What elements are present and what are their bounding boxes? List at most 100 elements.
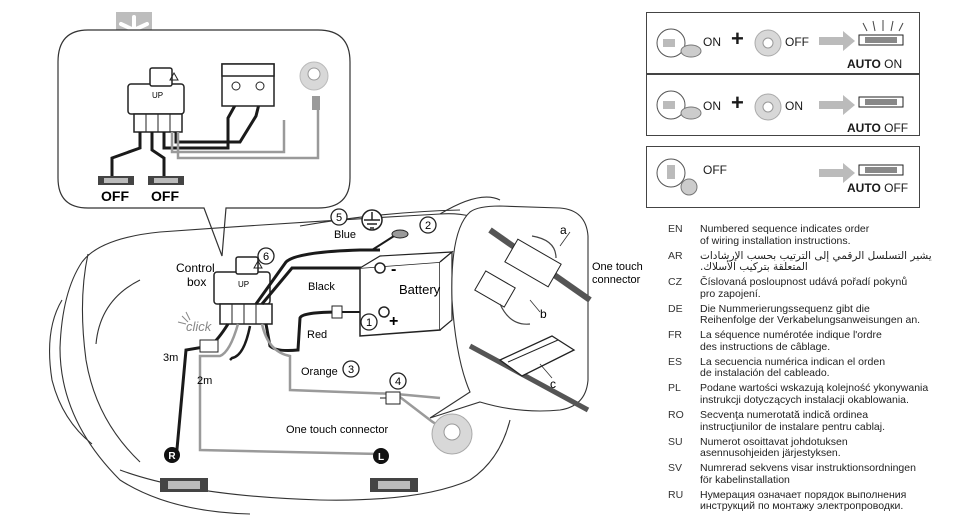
result-state-label: OFF — [884, 121, 909, 135]
step-3: 3 — [348, 364, 354, 376]
detail-label-b: b — [540, 307, 547, 321]
inset-up-label: UP — [152, 91, 163, 100]
length-2m: 2m — [197, 375, 212, 387]
car-outline — [48, 196, 511, 515]
detail-a-leader — [559, 231, 571, 247]
marker-l — [373, 448, 389, 464]
wire-label-red: Red — [307, 329, 327, 341]
ignition-key-icon — [656, 90, 702, 120]
battery — [359, 250, 454, 337]
control-box-up-label: UP — [238, 280, 249, 289]
key-state-label: ON — [703, 35, 721, 49]
detail-c-leader — [539, 363, 553, 379]
marker-r — [164, 447, 180, 463]
one-touch-connector-label: One touch connector — [286, 424, 388, 436]
language-text: Numerot osoittavat johdotuksen asennusoh… — [700, 435, 848, 460]
language-text: Numbered sequence indicates order of wir… — [700, 223, 870, 247]
language-text: Číslovaná posloupnost udává pořadí pokyn… — [700, 276, 908, 300]
language-legend: EN Numbered sequence indicates order of w… — [668, 223, 960, 516]
battery-minus-sign: - — [391, 261, 396, 278]
language-code: CZ — [668, 276, 682, 289]
mode-panel-2: ON + ON AUTO OFF — [646, 74, 920, 136]
fuse-holder — [331, 305, 343, 319]
inset-drl-left — [98, 176, 134, 185]
control-box-label-line2: box — [187, 275, 206, 289]
plus-sign: + — [731, 90, 744, 115]
inset-battery — [221, 63, 275, 107]
one-touch-detail-label-line2: connector — [592, 274, 641, 286]
language-text: Numrerad sekvens visar instruktionsordni… — [700, 462, 916, 486]
step-circles — [257, 208, 437, 390]
result-label: AUTO OFF — [847, 121, 908, 135]
detail-connector-c — [468, 335, 590, 413]
wire-label-black: Black — [308, 281, 335, 293]
one-touch-connector-bottom-icon — [380, 391, 401, 405]
click-label: click — [186, 319, 213, 334]
control-box-label-line1: Control — [176, 261, 215, 275]
marker-r-label: R — [168, 451, 176, 462]
one-touch-detail-label-line1: One touch — [592, 261, 643, 273]
control-box — [213, 256, 273, 325]
language-text: Die Nummerierungssequenz gibt die Reihen… — [700, 302, 921, 327]
battery-label: Battery — [399, 282, 441, 297]
step-1: 1 — [366, 317, 372, 329]
language-text: يشير التسلسل الرقمي إلى الترتيب بحسب الإ… — [700, 249, 932, 274]
inset-drl-right — [148, 176, 184, 185]
language-row: ES La secuencia numérica indican el orden… — [668, 355, 960, 380]
light-sensor-icon — [754, 29, 782, 57]
length-3m: 3m — [163, 352, 178, 364]
detail-bubble — [429, 205, 589, 419]
detail-label-c: c — [550, 377, 556, 391]
language-code: EN — [668, 223, 683, 235]
step-5: 5 — [336, 212, 342, 224]
ground-clamp — [391, 229, 409, 239]
result-auto-label: AUTO — [847, 121, 881, 135]
result-label: AUTO OFF — [847, 181, 908, 195]
battery-plus-sign: + — [389, 313, 398, 330]
drl-off-icon — [858, 96, 904, 108]
ignition-key-icon — [656, 158, 698, 196]
detail-b-leader — [529, 299, 541, 313]
inset-wires — [110, 99, 320, 176]
result-auto-label: AUTO — [847, 181, 881, 195]
inset-off-right: OFF — [151, 188, 179, 204]
language-code: SV — [668, 462, 683, 475]
detail-label-a: a — [560, 223, 567, 237]
step-4: 4 — [395, 376, 401, 388]
language-row: CZ Číslovaná posloupnost udává pořadí pok… — [668, 276, 960, 300]
inset-control-box — [127, 67, 185, 133]
light-sensor-icon — [754, 93, 782, 121]
wire-label-orange: Orange — [301, 366, 338, 378]
language-row: EN Numbered sequence indicates order of w… — [668, 223, 960, 247]
light-state-label: OFF — [785, 35, 809, 49]
arrow-right-icon — [819, 31, 855, 51]
result-auto-label: AUTO — [847, 57, 881, 71]
wire-label-blue: Blue — [334, 229, 356, 241]
ground-icon — [361, 209, 383, 231]
drl-lamp-left — [160, 478, 208, 492]
language-code: RO — [668, 409, 684, 422]
result-state-label: OFF — [884, 181, 909, 195]
language-text: Нумерация означает порядок выполнения ин… — [700, 488, 907, 513]
click-icon — [177, 311, 191, 325]
language-text: La secuencia numérica indican el orden d… — [700, 355, 886, 380]
drl-light-icon — [431, 413, 473, 455]
step-2: 2 — [425, 220, 431, 232]
inline-connector — [199, 339, 219, 353]
arrow-right-icon — [819, 95, 855, 115]
light-state-label: ON — [785, 99, 803, 113]
drl-lamp-right — [370, 478, 418, 492]
language-row: SV Numrerad sekvens visar instruktionsord… — [668, 462, 960, 486]
language-code: ES — [668, 355, 683, 368]
inset-light-icon — [299, 61, 329, 110]
language-code: FR — [668, 329, 682, 342]
marker-l-label: L — [378, 452, 384, 463]
drl-off-icon — [858, 164, 904, 176]
